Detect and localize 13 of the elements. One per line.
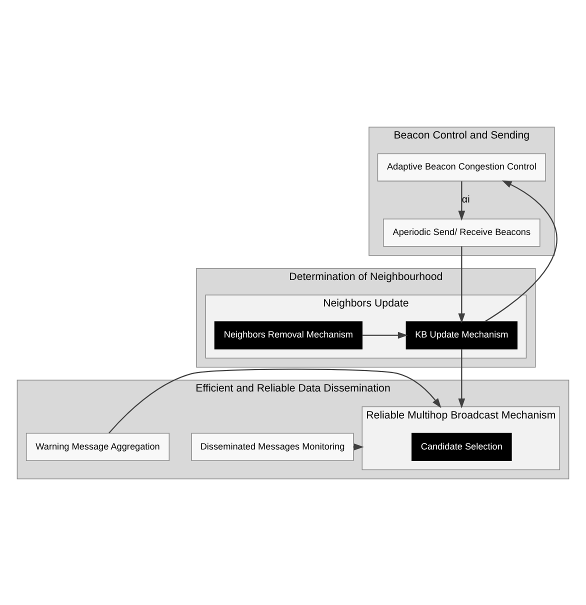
arrow <box>458 348 466 408</box>
arrow <box>362 331 408 338</box>
node-box: Adaptive Beacon Congestion Control <box>377 152 546 181</box>
edge-label: αi <box>462 194 470 206</box>
arrow <box>458 246 466 323</box>
node-box: KB Update Mechanism <box>406 320 518 349</box>
arrow <box>108 368 442 433</box>
node-box: Neighbors Removal Mechanism <box>214 320 363 349</box>
arrow <box>484 180 558 322</box>
node-box: Candidate Selection <box>412 432 512 461</box>
node-box: Aperiodic Send/ Receive Beacons <box>383 218 540 246</box>
arrow <box>458 180 466 220</box>
node-box: Warning Message Aggregation <box>26 432 170 461</box>
